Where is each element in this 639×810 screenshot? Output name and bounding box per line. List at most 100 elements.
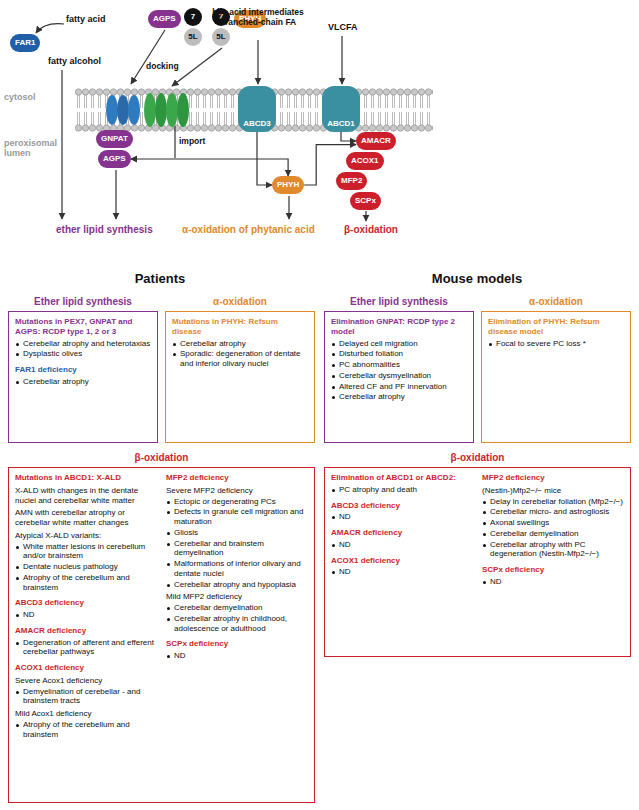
bullet-item: Cerebellar atrophy xyxy=(15,377,151,387)
category-box: Ether lipid synthesisElimination GNPAT: … xyxy=(324,296,474,443)
protein-label: MFP2 xyxy=(341,176,362,185)
annotation-label: cytosol xyxy=(4,92,36,102)
protein-label: ABCD1 xyxy=(327,119,355,129)
box-heading: β-oxidation xyxy=(8,452,315,464)
bullet-dot xyxy=(16,546,19,549)
flow-arrow xyxy=(257,132,272,185)
bullet-item: Sporadic: degeneration of dentate and in… xyxy=(172,349,308,369)
note-text: (Nestin-)Mfp2−/− mice xyxy=(482,486,624,496)
group-heading: Mutations in ABCD1: X-ALD xyxy=(15,473,157,483)
bullet-item: Dentate nucleus pathology xyxy=(15,562,157,572)
bullet-text: PC atrophy and death xyxy=(339,485,417,495)
note-text: X-ALD with changes in the dentate nuclei… xyxy=(15,486,157,506)
bullet-text: Cerebellar atrophy xyxy=(23,377,89,387)
group-heading: Elimination of ABCD1 or ABCD2: xyxy=(331,473,473,483)
protein-shape: SCPx xyxy=(350,192,381,210)
annotation-label: import xyxy=(179,137,205,147)
bullet-text: Dysplastic olives xyxy=(23,349,82,359)
annotation-label: fatty acid xyxy=(66,14,106,24)
box-heading: β-oxidation xyxy=(324,452,631,464)
group-heading: Elimination GNPAT: RCDP type 2 model xyxy=(331,317,467,337)
bullet-dot xyxy=(483,522,486,525)
bullet-item: Dysplastic olives xyxy=(15,349,151,359)
group-heading: SCPx deficiency xyxy=(482,565,624,575)
protein-shape: GNPAT xyxy=(96,130,133,148)
bullet-dot xyxy=(173,353,176,356)
bullet-dot xyxy=(483,501,486,504)
bullet-text: Cerebellar atrophy and heterotaxias xyxy=(23,339,150,349)
bullet-dot xyxy=(167,584,170,587)
bullet-dot xyxy=(483,581,486,584)
bullet-text: Demyelination of cerebellar - and brains… xyxy=(23,687,157,707)
box-column: Mutations in ABCD1: X-ALD X-ALD with chan… xyxy=(15,473,157,797)
bullet-item: Cerebellar and brainstem demyelination xyxy=(166,539,308,559)
note-text: AMN with cerebellar atrophy or cerebella… xyxy=(15,508,157,528)
protein-label: ACOX1 xyxy=(351,156,379,165)
protein-shape: ACOX1 xyxy=(346,152,384,170)
bullet-item: Cerebellar atrophy xyxy=(172,339,308,349)
box-heading: α-oxidation xyxy=(165,296,315,308)
box-frame: Elimination of ABCD1 or ABCD2: PC atrophy… xyxy=(324,467,631,657)
annotation-label: VLCFA xyxy=(328,22,358,32)
bullet-item: Cerebellar micro- and astrogliosis xyxy=(482,507,624,517)
bullet-dot xyxy=(16,343,19,346)
bullet-dot xyxy=(167,655,170,658)
bullet-text: Cerebellar demyelination xyxy=(490,529,579,539)
bullet-item: ND xyxy=(331,567,473,577)
bullet-text: Focal to severe PC loss * xyxy=(496,339,586,349)
membrane xyxy=(75,87,433,133)
group-heading: SCPx deficiency xyxy=(166,639,308,649)
annotation-label: fatty alcohol xyxy=(48,56,101,66)
bullet-dot xyxy=(332,375,335,378)
bullet-item: Delayed cell migration xyxy=(331,339,467,349)
box-frame: Elimination GNPAT: RCDP type 2 modelDela… xyxy=(324,311,474,443)
bullet-item: Cerebellar atrophy xyxy=(331,392,467,402)
protein-shape: AGPS xyxy=(98,150,131,168)
flow-arrow xyxy=(341,132,356,141)
bullet-item: Malformations of inferior olivary and de… xyxy=(166,559,308,579)
group-heading: Mutations in PHYH: Refsum disease xyxy=(172,317,308,337)
bullet-text: Defects in granule cell migration and ma… xyxy=(174,507,308,527)
group-heading: ABCD3 deficiency xyxy=(331,501,473,511)
protein-shape: ABCD3 xyxy=(238,86,276,132)
protein-shape: ABCD1 xyxy=(322,86,360,132)
bullet-text: Disturbed foliation xyxy=(339,349,403,359)
bullet-item: Cerebellar atrophy with PC degeneration … xyxy=(482,540,624,560)
bullet-dot xyxy=(167,543,170,546)
protein-shape: FAR1 xyxy=(10,34,40,52)
bullet-dot xyxy=(332,544,335,547)
category-box: Ether lipid synthesisMutations in PEX7, … xyxy=(8,296,158,443)
bullet-dot xyxy=(483,511,486,514)
protein-label: PHYH xyxy=(277,180,299,189)
protein-label: SCPx xyxy=(355,196,376,205)
bullet-dot xyxy=(332,343,335,346)
bullet-text: Atrophy of the cerebellum and brainstem xyxy=(23,573,157,593)
bullet-dot xyxy=(167,511,170,514)
bullet-text: ND xyxy=(490,577,502,587)
signal-circle: 7 xyxy=(184,8,202,26)
bullet-dot xyxy=(16,381,19,384)
bullet-text: Cerebellar and brainstem demyelination xyxy=(174,539,308,559)
bullet-item: ND xyxy=(166,651,308,661)
protein-shape: PHYH xyxy=(272,176,304,194)
bullet-dot xyxy=(332,489,335,492)
group-heading: MFP2 deficiency xyxy=(166,473,308,483)
bullet-dot xyxy=(332,364,335,367)
bullet-item: Gliosis xyxy=(166,528,308,538)
bullet-item: ND xyxy=(331,512,473,522)
bullet-dot xyxy=(167,607,170,610)
bullet-text: Cerebellar atrophy xyxy=(180,339,246,349)
flow-arrow xyxy=(131,159,288,176)
box-frame: Mutations in PHYH: Refsum diseaseCerebel… xyxy=(165,311,315,443)
group-heading: ACOX1 deficiency xyxy=(331,556,473,566)
note-text: Atypical X-ALD variants: xyxy=(15,531,157,541)
bullet-text: Sporadic: degeneration of dentate and in… xyxy=(180,349,308,369)
bullet-text: Cerebellar atrophy with PC degeneration … xyxy=(490,540,624,560)
protein-label: GNPAT xyxy=(101,134,128,143)
bullet-dot xyxy=(167,618,170,621)
note-text: Severe Acox1 deficiency xyxy=(15,676,157,686)
note-text: Mild MFP2 deficiency xyxy=(166,592,308,602)
protein-label: AGPS xyxy=(103,154,126,163)
bullet-item: ND xyxy=(482,577,624,587)
protein-label: ABCD3 xyxy=(243,119,271,129)
